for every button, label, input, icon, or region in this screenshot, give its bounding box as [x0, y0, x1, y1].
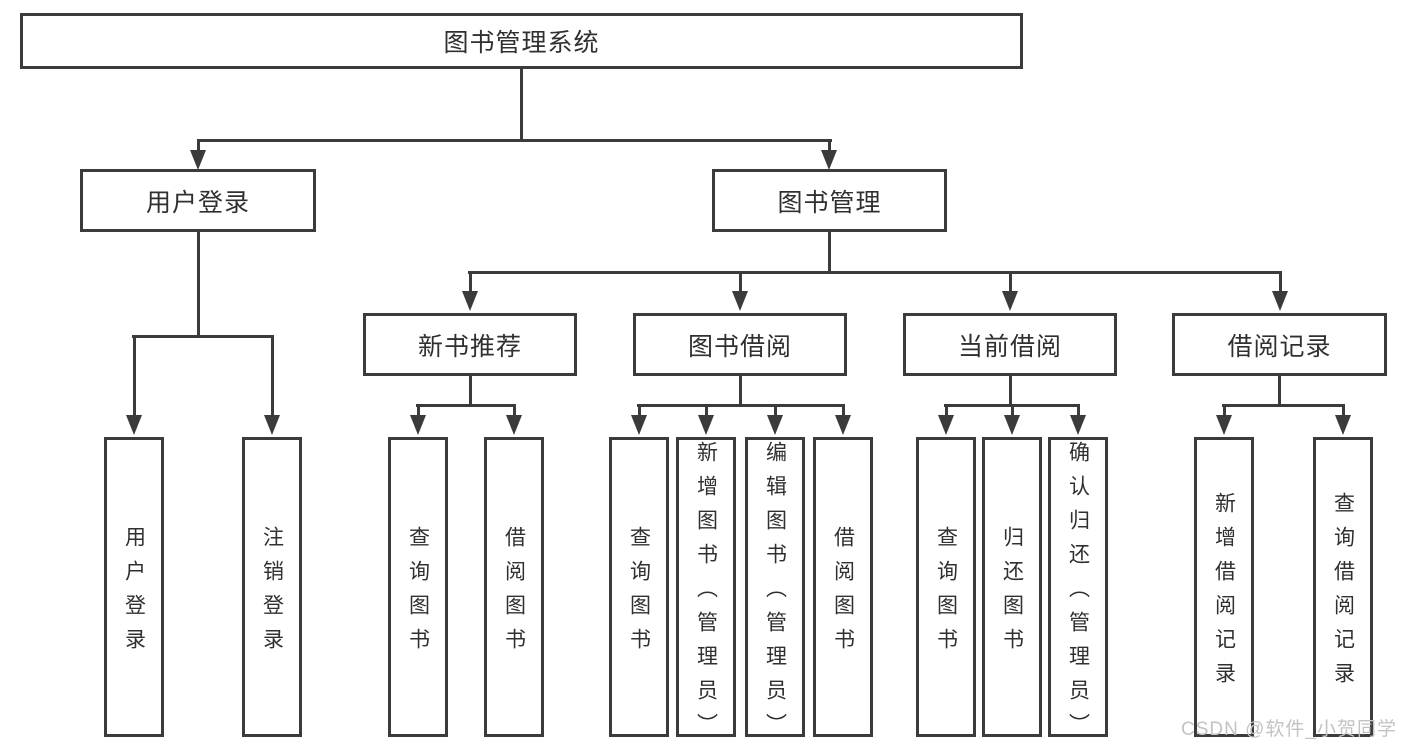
arrowhead-new-book	[462, 291, 478, 311]
connector-borrow-borrow-drop	[842, 404, 845, 419]
connector-record-add-drop	[1223, 404, 1226, 419]
connector-current-borrow-drop	[1009, 271, 1012, 295]
arrowhead-current-borrow	[1002, 291, 1018, 311]
connector-user-login-stem	[197, 230, 200, 338]
arrowhead-book-borrow	[732, 291, 748, 311]
leaf-borrow-borrow: 借阅图书	[813, 437, 873, 737]
node-new-book-label: 新书推荐	[417, 332, 522, 361]
node-borrow-record-label: 借阅记录	[1227, 332, 1332, 361]
arrowhead-newbook-query	[410, 415, 426, 435]
leaf-borrow-add-label: 新增图书（管理员）	[694, 440, 718, 747]
connector-current-confirm-drop	[1077, 404, 1080, 419]
node-book-management-label: 图书管理	[777, 188, 882, 217]
leaf-current-confirm: 确认归还（管理员）	[1048, 437, 1108, 747]
leaf-logout-login-label: 注销登录	[260, 525, 284, 662]
leaf-record-query-label: 查询借阅记录	[1331, 491, 1355, 696]
leaf-newbook-query: 查询图书	[388, 437, 448, 737]
connector-user-login-drop	[197, 139, 200, 153]
connector-book-management-stem	[828, 230, 831, 274]
connector-current-return-drop	[1011, 404, 1014, 419]
connector-book-borrow-drop	[739, 271, 742, 295]
connector-borrow-edit-drop	[774, 404, 777, 419]
leaf-current-return-label: 归还图书	[1000, 525, 1024, 662]
node-borrow-record: 借阅记录	[1172, 313, 1387, 376]
connector-user-login-rail	[132, 335, 274, 338]
node-new-book: 新书推荐	[363, 313, 577, 376]
connector-book-management-drop	[828, 139, 831, 153]
node-current-borrow: 当前借阅	[903, 313, 1117, 376]
connector-level2-rail	[197, 139, 832, 142]
leaf-current-confirm-label: 确认归还（管理员）	[1066, 440, 1090, 747]
connector-leaf-user-login-drop	[133, 335, 136, 419]
leaf-record-add-label: 新增借阅记录	[1212, 491, 1236, 696]
leaf-borrow-add: 新增图书（管理员）	[676, 437, 736, 747]
connector-current-query-drop	[945, 404, 948, 419]
connector-borrow-add-drop	[705, 404, 708, 419]
connector-newbook-borrow-drop	[513, 404, 516, 419]
leaf-logout-login: 注销登录	[242, 437, 302, 737]
connector-root-stem	[520, 69, 523, 142]
leaf-borrow-edit: 编辑图书（管理员）	[745, 437, 805, 747]
leaf-user-login-label: 用户登录	[122, 525, 146, 662]
connector-borrow-record-rail	[1222, 404, 1345, 407]
node-book-management: 图书管理	[712, 169, 947, 232]
arrowhead-book-management	[821, 150, 837, 170]
leaf-record-add: 新增借阅记录	[1194, 437, 1254, 737]
arrowhead-borrow-edit	[767, 415, 783, 435]
node-book-borrow-label: 图书借阅	[687, 332, 792, 361]
leaf-newbook-borrow: 借阅图书	[484, 437, 544, 737]
csdn-watermark: CSDN @软件_小贺同学	[1181, 719, 1397, 740]
connector-book-borrow-stem	[739, 374, 742, 407]
leaf-current-query-label: 查询图书	[934, 525, 958, 662]
leaf-newbook-borrow-label: 借阅图书	[502, 525, 526, 662]
leaf-record-query: 查询借阅记录	[1313, 437, 1373, 737]
connector-level3-rail	[468, 271, 1282, 274]
node-root: 图书管理系统	[20, 13, 1023, 69]
leaf-borrow-edit-label: 编辑图书（管理员）	[763, 440, 787, 747]
connector-record-query-drop	[1342, 404, 1345, 419]
leaf-borrow-query-label: 查询图书	[627, 525, 651, 662]
arrowhead-record-add	[1216, 415, 1232, 435]
leaf-borrow-borrow-label: 借阅图书	[831, 525, 855, 662]
leaf-current-return: 归还图书	[982, 437, 1042, 737]
connector-new-book-stem	[469, 374, 472, 407]
arrowhead-borrow-record	[1272, 291, 1288, 311]
arrowhead-current-return	[1004, 415, 1020, 435]
connector-new-book-rail	[416, 404, 516, 407]
node-book-borrow: 图书借阅	[633, 313, 847, 376]
connector-borrow-record-drop	[1279, 271, 1282, 295]
leaf-borrow-query: 查询图书	[609, 437, 669, 737]
connector-book-borrow-rail	[637, 404, 845, 407]
connector-leaf-logout-drop	[271, 335, 274, 419]
node-user-login: 用户登录	[80, 169, 316, 232]
arrowhead-borrow-query	[631, 415, 647, 435]
connector-newbook-query-drop	[417, 404, 420, 419]
arrowhead-leaf-logout	[264, 415, 280, 435]
arrowhead-borrow-borrow	[835, 415, 851, 435]
arrowhead-leaf-user-login	[126, 415, 142, 435]
leaf-newbook-query-label: 查询图书	[406, 525, 430, 662]
connector-current-borrow-stem	[1009, 374, 1012, 407]
connector-borrow-query-drop	[638, 404, 641, 419]
node-root-label: 图书管理系统	[443, 29, 600, 57]
node-user-login-label: 用户登录	[145, 188, 250, 217]
arrowhead-user-login	[190, 150, 206, 170]
connector-new-book-drop	[469, 271, 472, 295]
arrowhead-newbook-borrow	[506, 415, 522, 435]
connector-borrow-record-stem	[1278, 374, 1281, 407]
arrowhead-borrow-add	[698, 415, 714, 435]
leaf-user-login: 用户登录	[104, 437, 164, 737]
arrowhead-current-query	[938, 415, 954, 435]
arrowhead-current-confirm	[1070, 415, 1086, 435]
arrowhead-record-query	[1335, 415, 1351, 435]
leaf-current-query: 查询图书	[916, 437, 976, 737]
node-current-borrow-label: 当前借阅	[957, 332, 1062, 361]
